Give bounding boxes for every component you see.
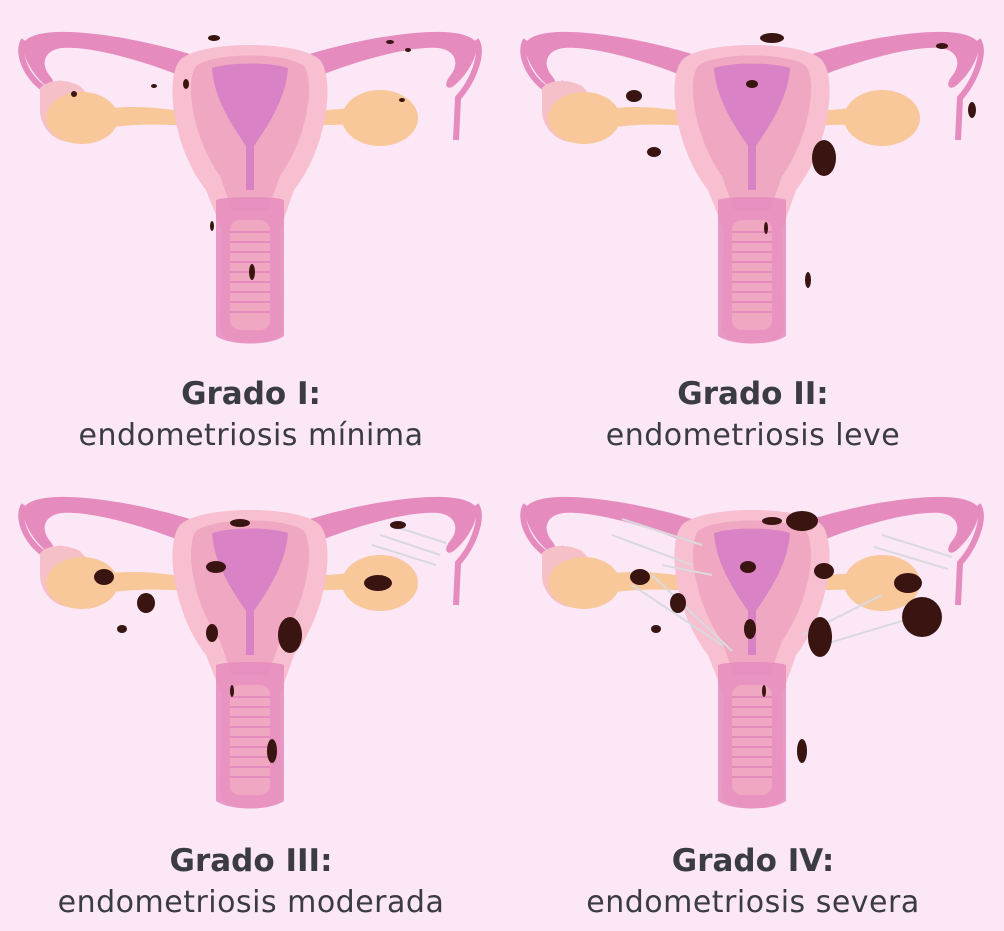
panel-grade-2: Grado II: endometriosis leve <box>502 0 1004 465</box>
panel-grade-4: Grado IV: endometriosis severa <box>502 465 1004 930</box>
grade-label: Grado I: <box>0 374 502 414</box>
panel-grade-3: Grado III: endometriosis moderada <box>0 465 502 930</box>
panel-grade-1: Grado I: endometriosis mínima <box>0 0 502 465</box>
grade-label: Grado IV: <box>502 841 1004 881</box>
grade-label: Grado II: <box>502 374 1004 414</box>
grade-description: endometriosis moderada <box>0 881 502 925</box>
grade-label: Grado III: <box>0 841 502 881</box>
grade-description: endometriosis severa <box>502 881 1004 925</box>
grade-description: endometriosis mínima <box>0 414 502 458</box>
grade-description: endometriosis leve <box>502 414 1004 458</box>
uterus-illustration-grade-1 <box>0 0 502 360</box>
uterus-illustration-grade-4 <box>502 465 1004 825</box>
uterus-illustration-grade-3 <box>0 465 502 825</box>
uterus-illustration-grade-2 <box>502 0 1004 360</box>
